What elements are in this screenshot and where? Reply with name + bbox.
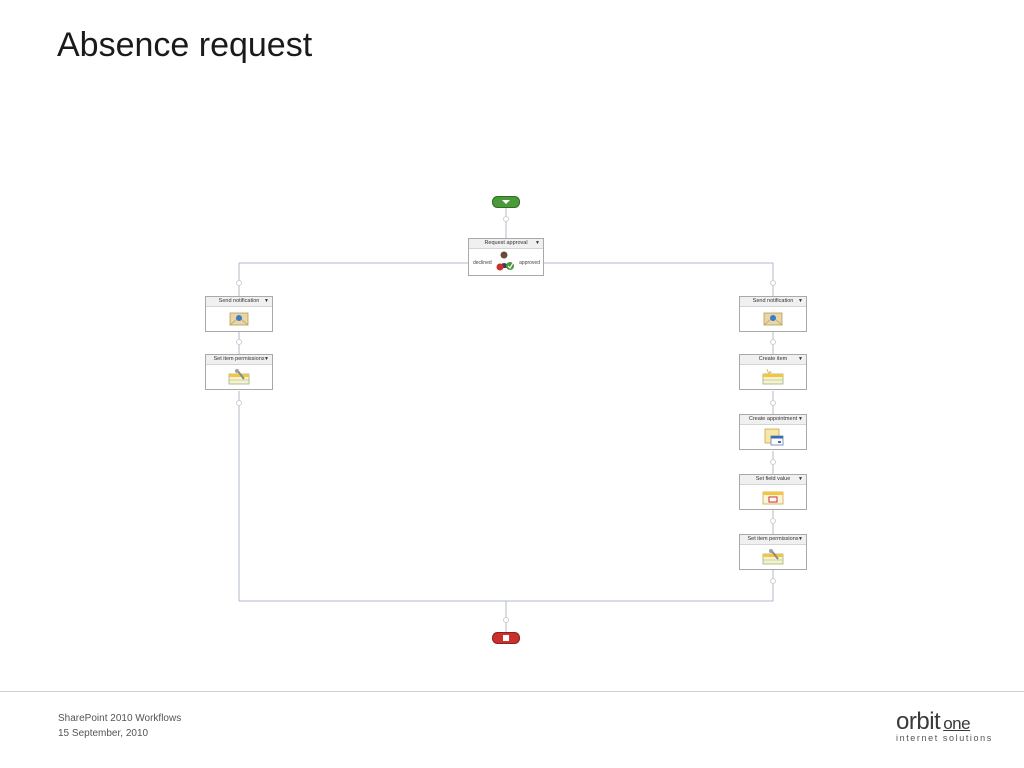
- permissions-icon: [762, 549, 784, 565]
- email-notification-icon: [229, 312, 249, 326]
- action-label: Send notification: [752, 298, 794, 304]
- page-title: Absence request: [57, 26, 313, 64]
- action-header: Set item permissions ▼: [740, 535, 806, 545]
- logo-tagline: internet solutions: [896, 733, 993, 743]
- footer-divider: [0, 691, 1024, 692]
- action-header: Send notification ▼: [740, 297, 806, 307]
- action-header: Create appointment ▼: [740, 415, 806, 425]
- send-notification-action-left[interactable]: Send notification ▼: [205, 296, 273, 332]
- field-value-icon: [762, 491, 784, 505]
- dropdown-arrow-icon[interactable]: ▼: [798, 476, 803, 482]
- action-header: Request approval ▼: [469, 239, 543, 249]
- calendar-appointment-icon: [764, 428, 784, 446]
- set-item-permissions-action-left[interactable]: Set item permissions ▼: [205, 354, 273, 390]
- workflow-end-node[interactable]: [492, 632, 520, 644]
- action-header: Set item permissions ▼: [206, 355, 272, 365]
- create-appointment-action[interactable]: Create appointment ▼: [739, 414, 807, 450]
- dropdown-arrow-icon[interactable]: ▼: [535, 240, 540, 246]
- set-item-permissions-action-right[interactable]: Set item permissions ▼: [739, 534, 807, 570]
- dropdown-arrow-icon[interactable]: ▼: [798, 356, 803, 362]
- set-field-value-action[interactable]: Set field value ▼: [739, 474, 807, 510]
- workflow-start-node[interactable]: [492, 196, 520, 208]
- dropdown-arrow-icon[interactable]: ▼: [798, 416, 803, 422]
- action-label: Set field value: [755, 476, 791, 482]
- logo-brand-suffix: one: [943, 714, 971, 733]
- email-notification-icon: [763, 312, 783, 326]
- dropdown-arrow-icon[interactable]: ▼: [798, 536, 803, 542]
- action-header: Set field value ▼: [740, 475, 806, 485]
- send-notification-action-right[interactable]: Send notification ▼: [739, 296, 807, 332]
- action-label: Request approval: [484, 240, 528, 246]
- approval-user-icon: [496, 251, 514, 271]
- request-approval-action[interactable]: Request approval ▼ declined approved: [468, 238, 544, 276]
- create-item-action[interactable]: Create item ▼: [739, 354, 807, 390]
- permissions-icon: [228, 369, 250, 385]
- footer-title: SharePoint 2010 Workflows: [58, 713, 182, 724]
- action-label: Create item: [758, 356, 788, 362]
- approved-branch-label: approved: [519, 260, 540, 266]
- dropdown-arrow-icon[interactable]: ▼: [264, 356, 269, 362]
- declined-branch-label: declined: [473, 260, 492, 266]
- action-header: Create item ▼: [740, 355, 806, 365]
- create-item-icon: [762, 369, 784, 385]
- dropdown-arrow-icon[interactable]: ▼: [264, 298, 269, 304]
- logo-brand: orbit: [896, 708, 941, 735]
- action-header: Send notification ▼: [206, 297, 272, 307]
- action-label: Send notification: [218, 298, 260, 304]
- action-label: Create appointment: [748, 416, 798, 422]
- action-label: Set item permissions: [213, 356, 265, 362]
- dropdown-arrow-icon[interactable]: ▼: [798, 298, 803, 304]
- action-label: Set item permissions: [747, 536, 799, 542]
- footer-date: 15 September, 2010: [58, 728, 149, 739]
